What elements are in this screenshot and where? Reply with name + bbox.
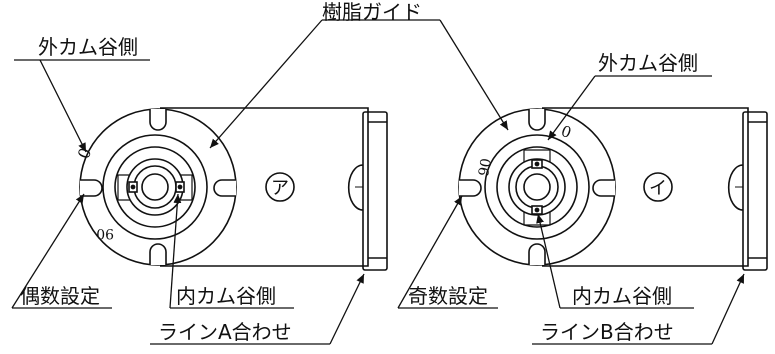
odd-setting-label: 奇数設定	[408, 284, 488, 308]
right-ninety-mark: 90	[476, 157, 495, 177]
inner-cam-valley-label-left: 内カム谷側	[176, 284, 276, 308]
left-circled-mark: ア	[271, 178, 289, 199]
right-body	[542, 107, 749, 267]
right-assembly	[458, 107, 768, 271]
line-b-align-label: ラインB合わせ	[540, 320, 674, 344]
left-end-cap	[362, 111, 388, 271]
left-body	[160, 107, 369, 267]
even-setting-label: 偶数設定	[20, 284, 100, 308]
line-a-align-label: ラインA合わせ	[158, 320, 292, 344]
right-end-cap	[742, 111, 768, 271]
left-assembly	[79, 107, 388, 271]
right-resin-guide	[484, 134, 590, 240]
resin-guide-label: 樹脂ガイド	[322, 0, 422, 24]
outer-cam-valley-label-left: 外カム谷側	[38, 35, 138, 59]
inner-cam-valley-label-right: 内カム谷側	[572, 284, 672, 308]
outer-cam-valley-label-right: 外カム谷側	[598, 51, 698, 75]
right-circled-mark: イ	[649, 178, 667, 199]
left-ninety-mark: 90	[96, 225, 114, 241]
left-resin-guide	[102, 134, 208, 240]
